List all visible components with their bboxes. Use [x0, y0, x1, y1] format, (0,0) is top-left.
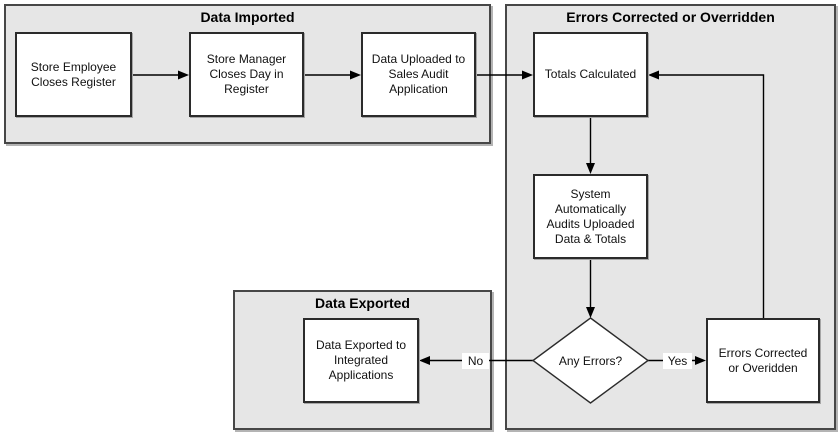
arrow-errors-feedback: [657, 74, 765, 318]
node-data-uploaded-sales-audit: Data Uploaded to Sales Audit Application: [361, 32, 476, 117]
arrowhead-totals-to-system: [586, 163, 595, 174]
arrowhead-manager-to-uploaded: [350, 70, 361, 80]
decision-diamond: [531, 317, 650, 404]
arrowhead-uploaded-to-totals: [522, 70, 533, 80]
decision-any-errors: Any Errors?: [558, 353, 623, 368]
node-data-exported-integrated: Data Exported to Integrated Applications: [303, 318, 419, 403]
edge-label-yes: Yes: [663, 353, 692, 369]
group-title-data-exported: Data Exported: [315, 295, 410, 311]
node-system-audits: System Automatically Audits Uploaded Dat…: [533, 174, 648, 259]
node-store-manager-closes-day: Store Manager Closes Day in Register: [189, 32, 304, 117]
arrowhead-employee-to-manager: [178, 70, 189, 80]
node-totals-calculated: Totals Calculated: [533, 32, 648, 117]
group-title-data-imported: Data Imported: [200, 9, 295, 25]
edge-label-no: No: [462, 353, 489, 369]
arrowhead-decision-no: [419, 356, 430, 365]
node-errors-corrected-or-overidden: Errors Corrected or Overidden: [706, 318, 820, 403]
arrowhead-system-to-decision: [586, 307, 595, 318]
arrowhead-errors-feedback: [648, 70, 659, 80]
group-title-errors-corrected: Errors Corrected or Overridden: [566, 9, 775, 25]
arrowhead-decision-yes: [695, 356, 706, 365]
node-store-employee-closes-register: Store Employee Closes Register: [15, 32, 132, 117]
